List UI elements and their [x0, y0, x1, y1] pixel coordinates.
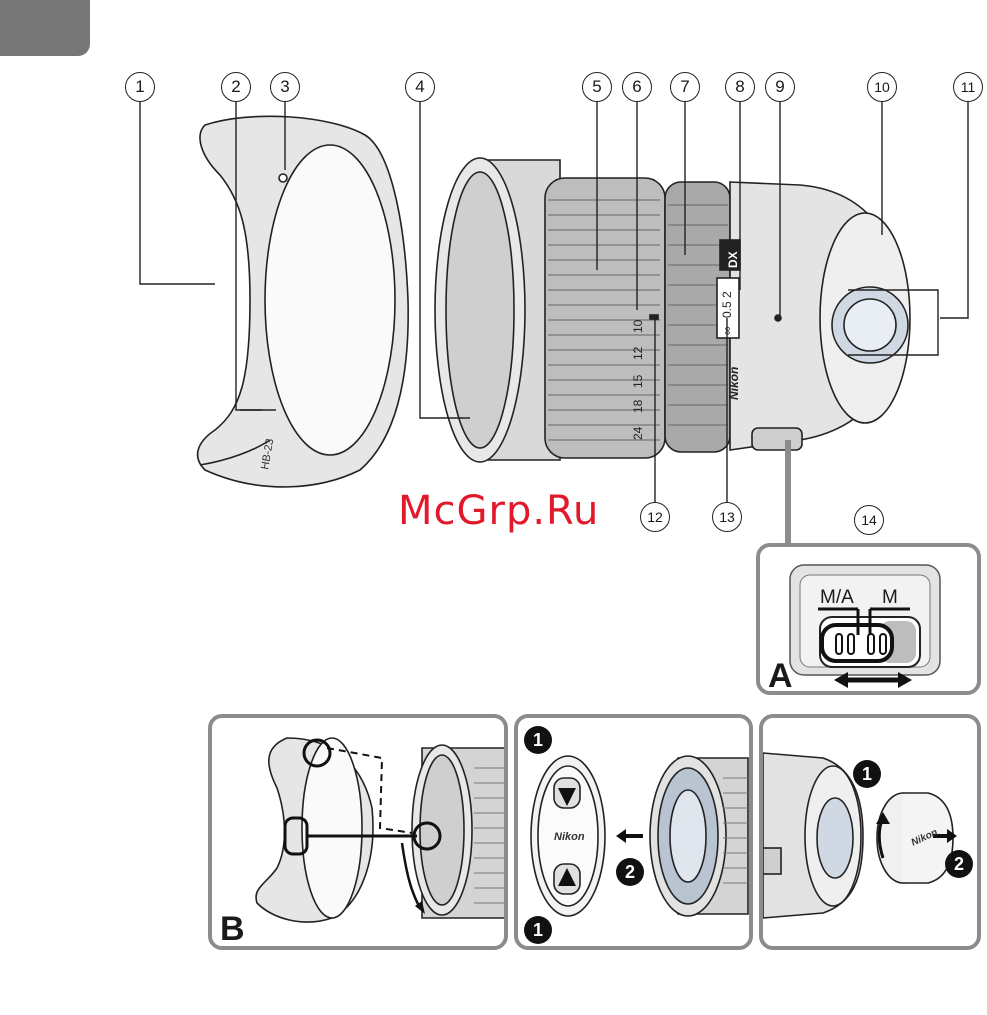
front-cap-step-2: 2: [616, 858, 644, 886]
callout-1: 1: [125, 72, 155, 102]
distance-mark-2: 2: [720, 291, 734, 298]
panel-a-letter: A: [768, 657, 793, 695]
focal-mark-15: 15: [631, 374, 645, 388]
callout-2: 2: [221, 72, 251, 102]
callout-11: 11: [953, 72, 983, 102]
panel-front-cap: Nikon 1 1 2: [514, 714, 753, 950]
lens-barrel: [435, 158, 910, 462]
panel-rear-cap: Nikon 1 2: [759, 714, 981, 950]
callout-7: 7: [670, 72, 700, 102]
panel-b-letter: B: [220, 910, 245, 949]
callout-12: 12: [640, 502, 670, 532]
focal-mark-10: 10: [631, 319, 645, 333]
front-cap-step-1-top: 1: [524, 726, 552, 754]
callout-9: 9: [765, 72, 795, 102]
distance-mark-05: 0.5: [720, 301, 734, 318]
callout-3: 3: [270, 72, 300, 102]
rear-cap-step-2: 2: [945, 850, 973, 878]
lens-hood: [198, 116, 409, 487]
rear-cap-step-1: 1: [853, 760, 881, 788]
lens-brand-text: Nikon: [727, 367, 741, 400]
focal-mark-24: 24: [631, 426, 645, 440]
callout-4: 4: [405, 72, 435, 102]
focal-mark-18: 18: [631, 399, 645, 413]
callout-6: 6: [622, 72, 652, 102]
callout-5: 5: [582, 72, 612, 102]
front-cap-brand: Nikon: [554, 831, 585, 843]
front-cap-step-1-bottom: 1: [524, 916, 552, 944]
switch-label-ma: M/A: [820, 587, 854, 609]
dx-badge-text: DX: [726, 251, 740, 268]
callout-8: 8: [725, 72, 755, 102]
watermark-text: McGrp.Ru: [398, 488, 599, 534]
callout-14: 14: [854, 505, 884, 535]
panel-b-hood-attach: B: [208, 714, 508, 950]
panel-a-focus-switch: M/A M A: [756, 543, 981, 695]
focal-mark-12: 12: [631, 346, 645, 360]
callout-13: 13: [712, 502, 742, 532]
switch-label-m: M: [882, 587, 898, 609]
callout-10: 10: [867, 72, 897, 102]
